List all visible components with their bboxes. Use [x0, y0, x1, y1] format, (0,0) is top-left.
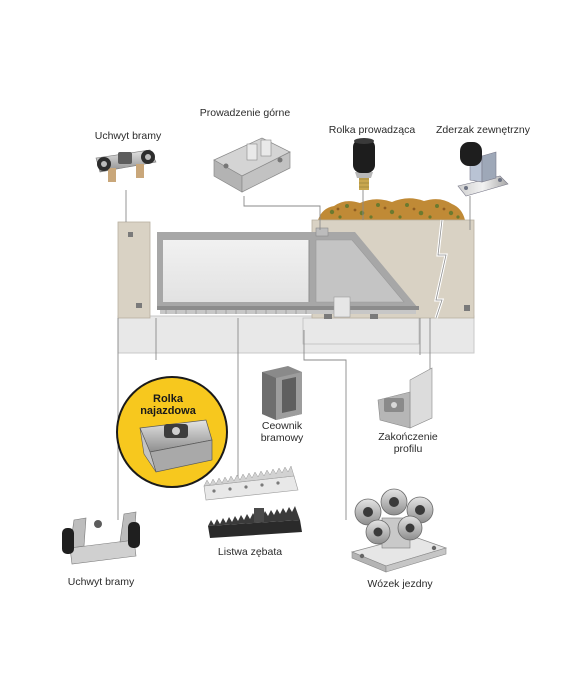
label-gate-bracket-top: Uchwyt bramy: [94, 130, 162, 142]
label-entry-roller-line1: Rolka: [153, 393, 183, 405]
top-guide-image: [213, 137, 291, 193]
sliding-gate: [157, 227, 419, 319]
gate-bracket-top-image: [95, 149, 157, 182]
label-profile-end-line2: profilu: [393, 443, 423, 455]
guide-roller-image: [353, 138, 375, 190]
profile-end-cap-image: [377, 367, 433, 429]
label-external-stop: Zderzak zewnętrzny: [436, 124, 530, 136]
gear-rack-image: [203, 465, 302, 538]
label-entry-roller-line2: najazdowa: [140, 405, 196, 417]
left-pillar: [117, 221, 151, 319]
external-stop-image: [457, 142, 509, 197]
label-profile-end-line1: Zakończenie: [378, 431, 438, 443]
label-guide-roller: Rolka prowadząca: [328, 124, 416, 136]
c-channel-image: [262, 366, 302, 420]
label-c-channel-line2: bramowy: [260, 432, 304, 444]
label-top-guide: Prowadzenie górne: [199, 107, 291, 119]
label-c-channel-line1: Ceownik: [261, 420, 303, 432]
label-gear-rack: Listwa zębata: [217, 546, 283, 558]
entry-roller-highlight: [116, 376, 228, 488]
leader-lines: [117, 182, 471, 520]
label-gate-bracket-bottom: Uchwyt bramy: [67, 576, 135, 588]
carriage-trolley-image: [350, 488, 448, 573]
label-carriage: Wózek jezdny: [367, 578, 433, 590]
gate-bracket-bottom-image: [62, 511, 140, 565]
foundation: [117, 315, 475, 354]
gravel-hedge: [318, 198, 465, 220]
